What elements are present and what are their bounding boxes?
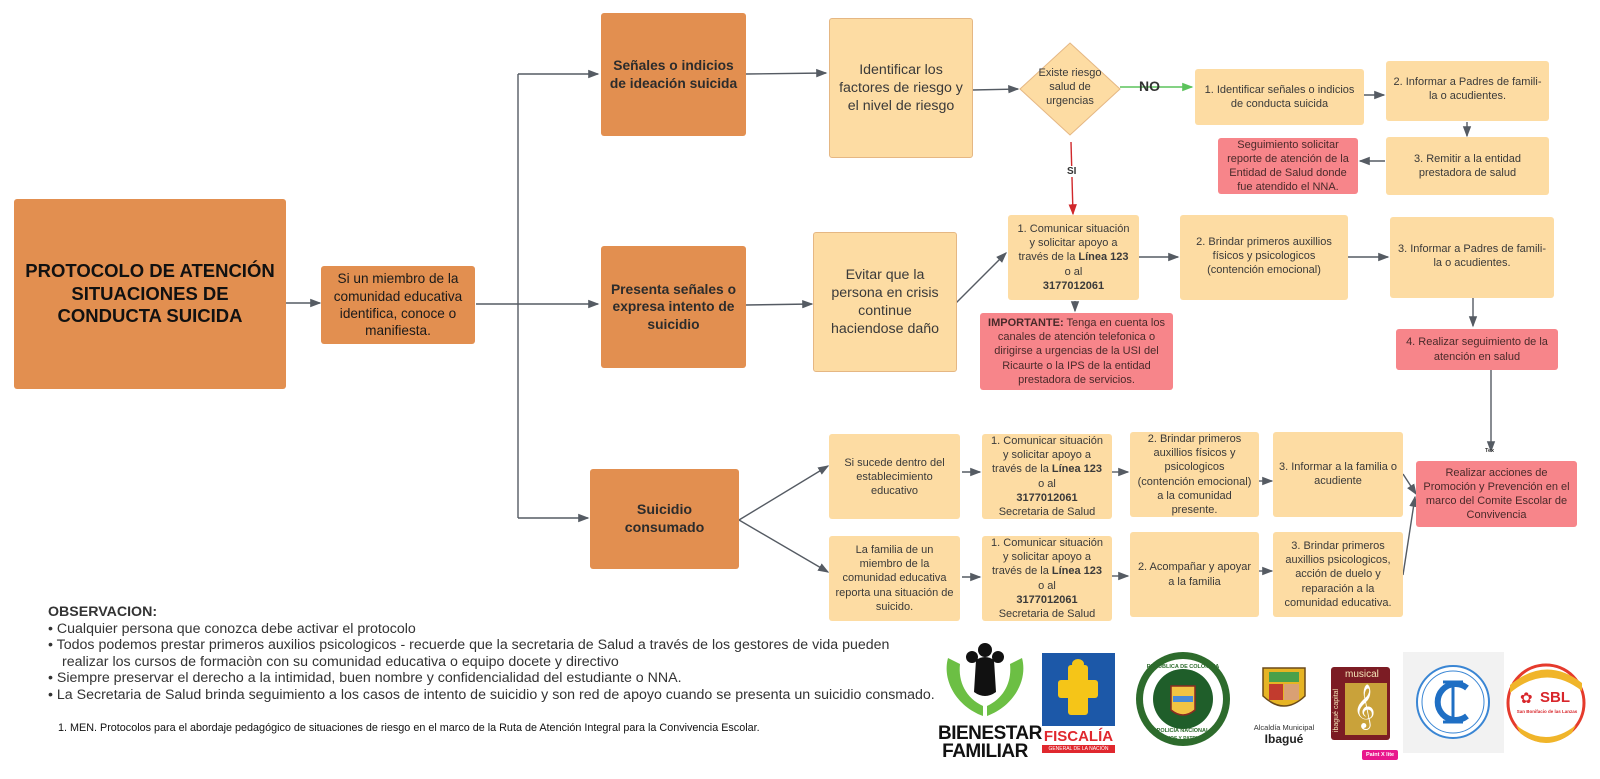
identify-risk-box: Identificar los factores de riesgo y el …	[829, 18, 973, 158]
observations: OBSERVACION: • Cualquier persona que con…	[48, 604, 935, 704]
branch-ideation: Señales o indicios de ideación suicida	[601, 13, 746, 136]
hands-family-icon	[946, 643, 1024, 716]
row1-step-2: 2. Brindar primeros auxillios físicos y …	[1130, 432, 1259, 517]
protocol-title: PROTOCOLO DE ATENCIÓN SITUACIONES DE CON…	[14, 199, 286, 389]
row2-step-1: 1. Comunicar situación y solicitar apoyo…	[982, 536, 1112, 621]
logo-policia-nacional: REPÚBLICA DE COLOMBIA POLICÍA NACIONAL D…	[1133, 650, 1233, 748]
branch-attempt: Presenta señales o expresa intento de su…	[601, 246, 746, 368]
logo-fiscalia: FISCALÍA GENERAL DE LA NACIÓN	[1042, 653, 1115, 753]
si-label: SI	[1066, 166, 1078, 177]
people-icon: ✿	[1520, 690, 1533, 707]
arrow-avoid-to-step1	[955, 252, 1007, 304]
observation-item: • La Secretaria de Salud brinda seguimie…	[48, 686, 935, 703]
decision-diamond	[1019, 42, 1121, 136]
trigger-box: Si un miembro de la comunidad educativa …	[321, 266, 475, 344]
logo-bienestar-familiar: BIENESTAR FAMILIAR	[938, 640, 1042, 761]
logo-its	[1403, 652, 1504, 753]
observation-item: • Todos podemos prestar primeros auxilio…	[48, 637, 890, 654]
row2-step-3: 3. Brindar primeros auxillios psicologic…	[1273, 532, 1403, 617]
arrow-ideation-to-identify	[745, 68, 828, 78]
arrow-row2-s3-to-final	[1402, 495, 1418, 576]
attempt-step-2: 2. Brindar primeros auxillios físicos y …	[1180, 215, 1348, 300]
important-note: IMPORTANTE: Tenga en cuenta los canales …	[980, 313, 1173, 390]
observation-item: • Siempre preservar el derecho a la inti…	[48, 670, 682, 687]
no-step-2: 2. Informar a Padres de famili­la o acud…	[1386, 61, 1549, 121]
puzzle-icon	[1042, 653, 1115, 726]
attempt-step-3: 3. Informar a Padres de famili­la o acud…	[1390, 217, 1554, 298]
observation-item: • Cualquier persona que conozca debe act…	[48, 620, 416, 637]
arrow-consummated-to-row1	[738, 465, 830, 521]
reference-footnote: 1. MEN. Protocolos para el abordaje peda…	[58, 722, 760, 734]
final-connector-label: Tex	[1485, 448, 1495, 454]
logo-sbl: SBL San Bonifacio de las Lanzas ✿	[1506, 663, 1586, 743]
row2-condition: La familia de un miembro de la comunidad…	[829, 536, 960, 621]
logo-ibague-musical: musical 𝄞 ibagué capital	[1331, 667, 1390, 740]
followup-box: Seguimiento solicitar reporte de atenció…	[1218, 138, 1358, 194]
attempt-step-1: 1. Comunicar situación y solicitar apoyo…	[1008, 215, 1139, 300]
paint-x-lite-badge: Paint X lite	[1362, 750, 1399, 760]
branch-consummated: Suicidio consumado	[590, 469, 739, 569]
no-step-1: 1. Identificar señales o indicios de con…	[1195, 69, 1364, 125]
final-actions-box: Realizar acciones de Promoción y Prevenc…	[1416, 461, 1577, 527]
arrow-attempt-to-avoid	[745, 299, 814, 309]
observations-title: OBSERVACION:	[48, 604, 158, 620]
arrow-row1-s3-to-final	[1402, 473, 1417, 496]
no-step-3: 3. Remitir a la entidad prestadora de sa…	[1386, 137, 1549, 195]
no-label: NO	[1139, 78, 1160, 94]
arrow-identify-to-decision	[971, 85, 1020, 94]
treble-clef-icon: 𝄞	[1345, 683, 1387, 735]
decision-text: Existe riesgo salud de urgencias	[1038, 66, 1102, 108]
attempt-step-4: 4. Realizar seguimiento de la atención e…	[1396, 329, 1558, 370]
arrow-consummated-to-row2	[738, 519, 830, 573]
observation-item: realizar los cursos de formaciòn con su …	[62, 653, 619, 670]
row2-step-2: 2. Acompañar y apoyar a la familia	[1130, 532, 1259, 617]
row1-step-3: 3. Informar a la familia o acudiente	[1273, 432, 1403, 517]
row1-step-1: 1. Comunicar situación y solicitar apoyo…	[982, 434, 1112, 519]
coat-of-arms-icon	[1262, 667, 1306, 707]
logo-alcaldia-ibague: Alcaldía Municipal Ibagué	[1251, 660, 1317, 746]
arrow-si	[1068, 141, 1077, 216]
row1-condition: Si sucede dentro del establecimiento edu…	[829, 434, 960, 519]
avoid-harm-box: Evitar que la persona en crisis continue…	[813, 232, 957, 372]
